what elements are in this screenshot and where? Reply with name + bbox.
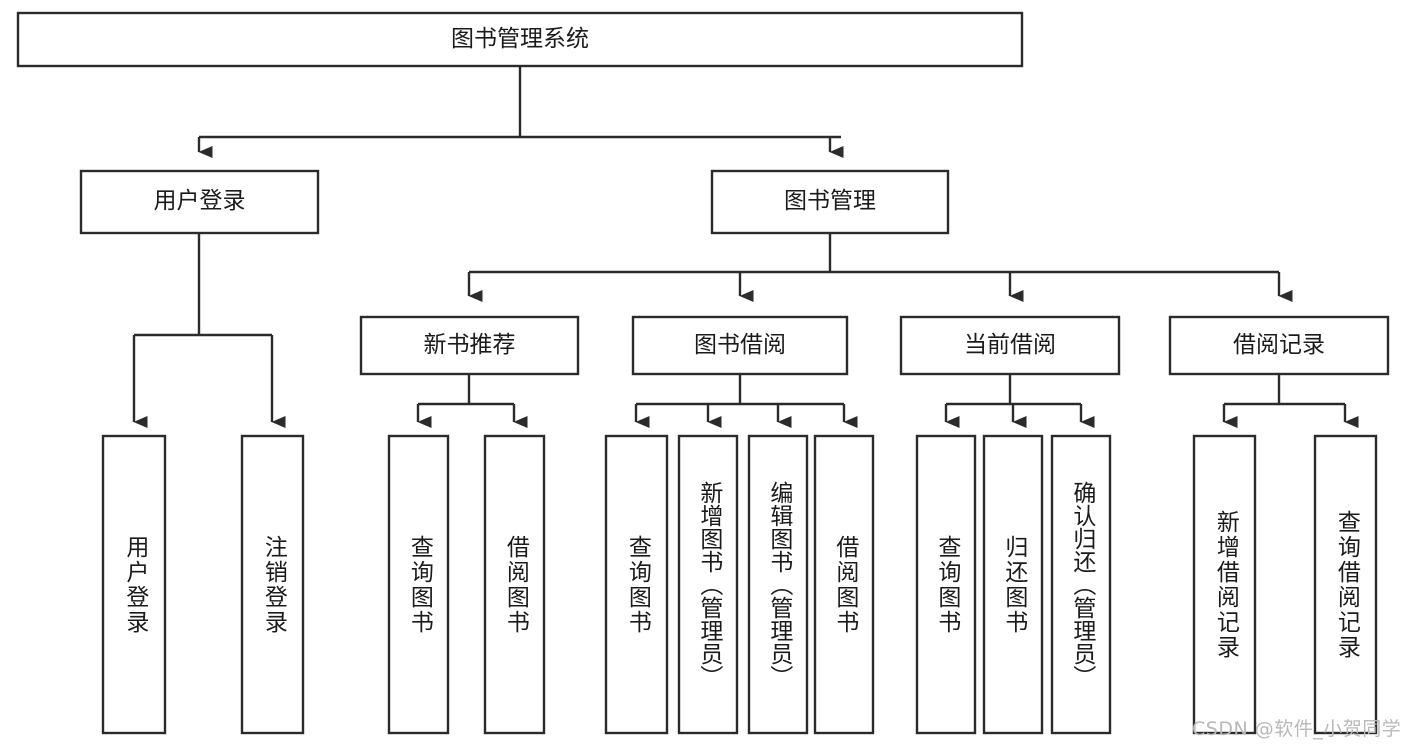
node-box-current-borrow xyxy=(899,315,1121,376)
leaf-box-bb-edit xyxy=(747,434,809,735)
node-box-user-login xyxy=(79,169,320,235)
node-box-root xyxy=(16,11,1024,68)
csdn-watermark: CSDN @软件_小贺同学 xyxy=(1192,718,1402,740)
leaf-box-cb-return xyxy=(982,434,1044,735)
connector-bookmgmt-to-level3 xyxy=(467,233,1293,302)
leaf-box-br-query xyxy=(1313,434,1378,735)
connector-root-to-level2 xyxy=(197,66,844,158)
leaf-box-bb-query xyxy=(604,434,669,735)
leaf-box-bb-borrow xyxy=(813,434,875,735)
connector-currentborrow-to-leaves xyxy=(944,374,1095,428)
leaf-box-logout xyxy=(240,434,305,735)
node-box-book-mgmt xyxy=(710,169,950,235)
leaf-box-user-login xyxy=(101,434,167,735)
connector-borrowrecord-to-leaves xyxy=(1222,374,1359,428)
leaf-box-cb-query xyxy=(915,434,977,735)
leaf-box-cb-confirm xyxy=(1050,434,1112,735)
connector-userlogin-to-leaves xyxy=(132,233,286,428)
node-box-new-book-rec xyxy=(359,315,580,376)
leaf-box-bb-add xyxy=(677,434,739,735)
node-box-borrow-record xyxy=(1168,315,1390,376)
leaf-box-nb-borrow xyxy=(483,434,546,735)
leaf-box-nb-query xyxy=(387,434,450,735)
connector-newbook-to-leaves xyxy=(416,374,528,428)
connector-bookborrow-to-leaves xyxy=(634,374,858,428)
node-box-book-borrow xyxy=(631,315,849,376)
leaf-box-br-add xyxy=(1192,434,1257,735)
